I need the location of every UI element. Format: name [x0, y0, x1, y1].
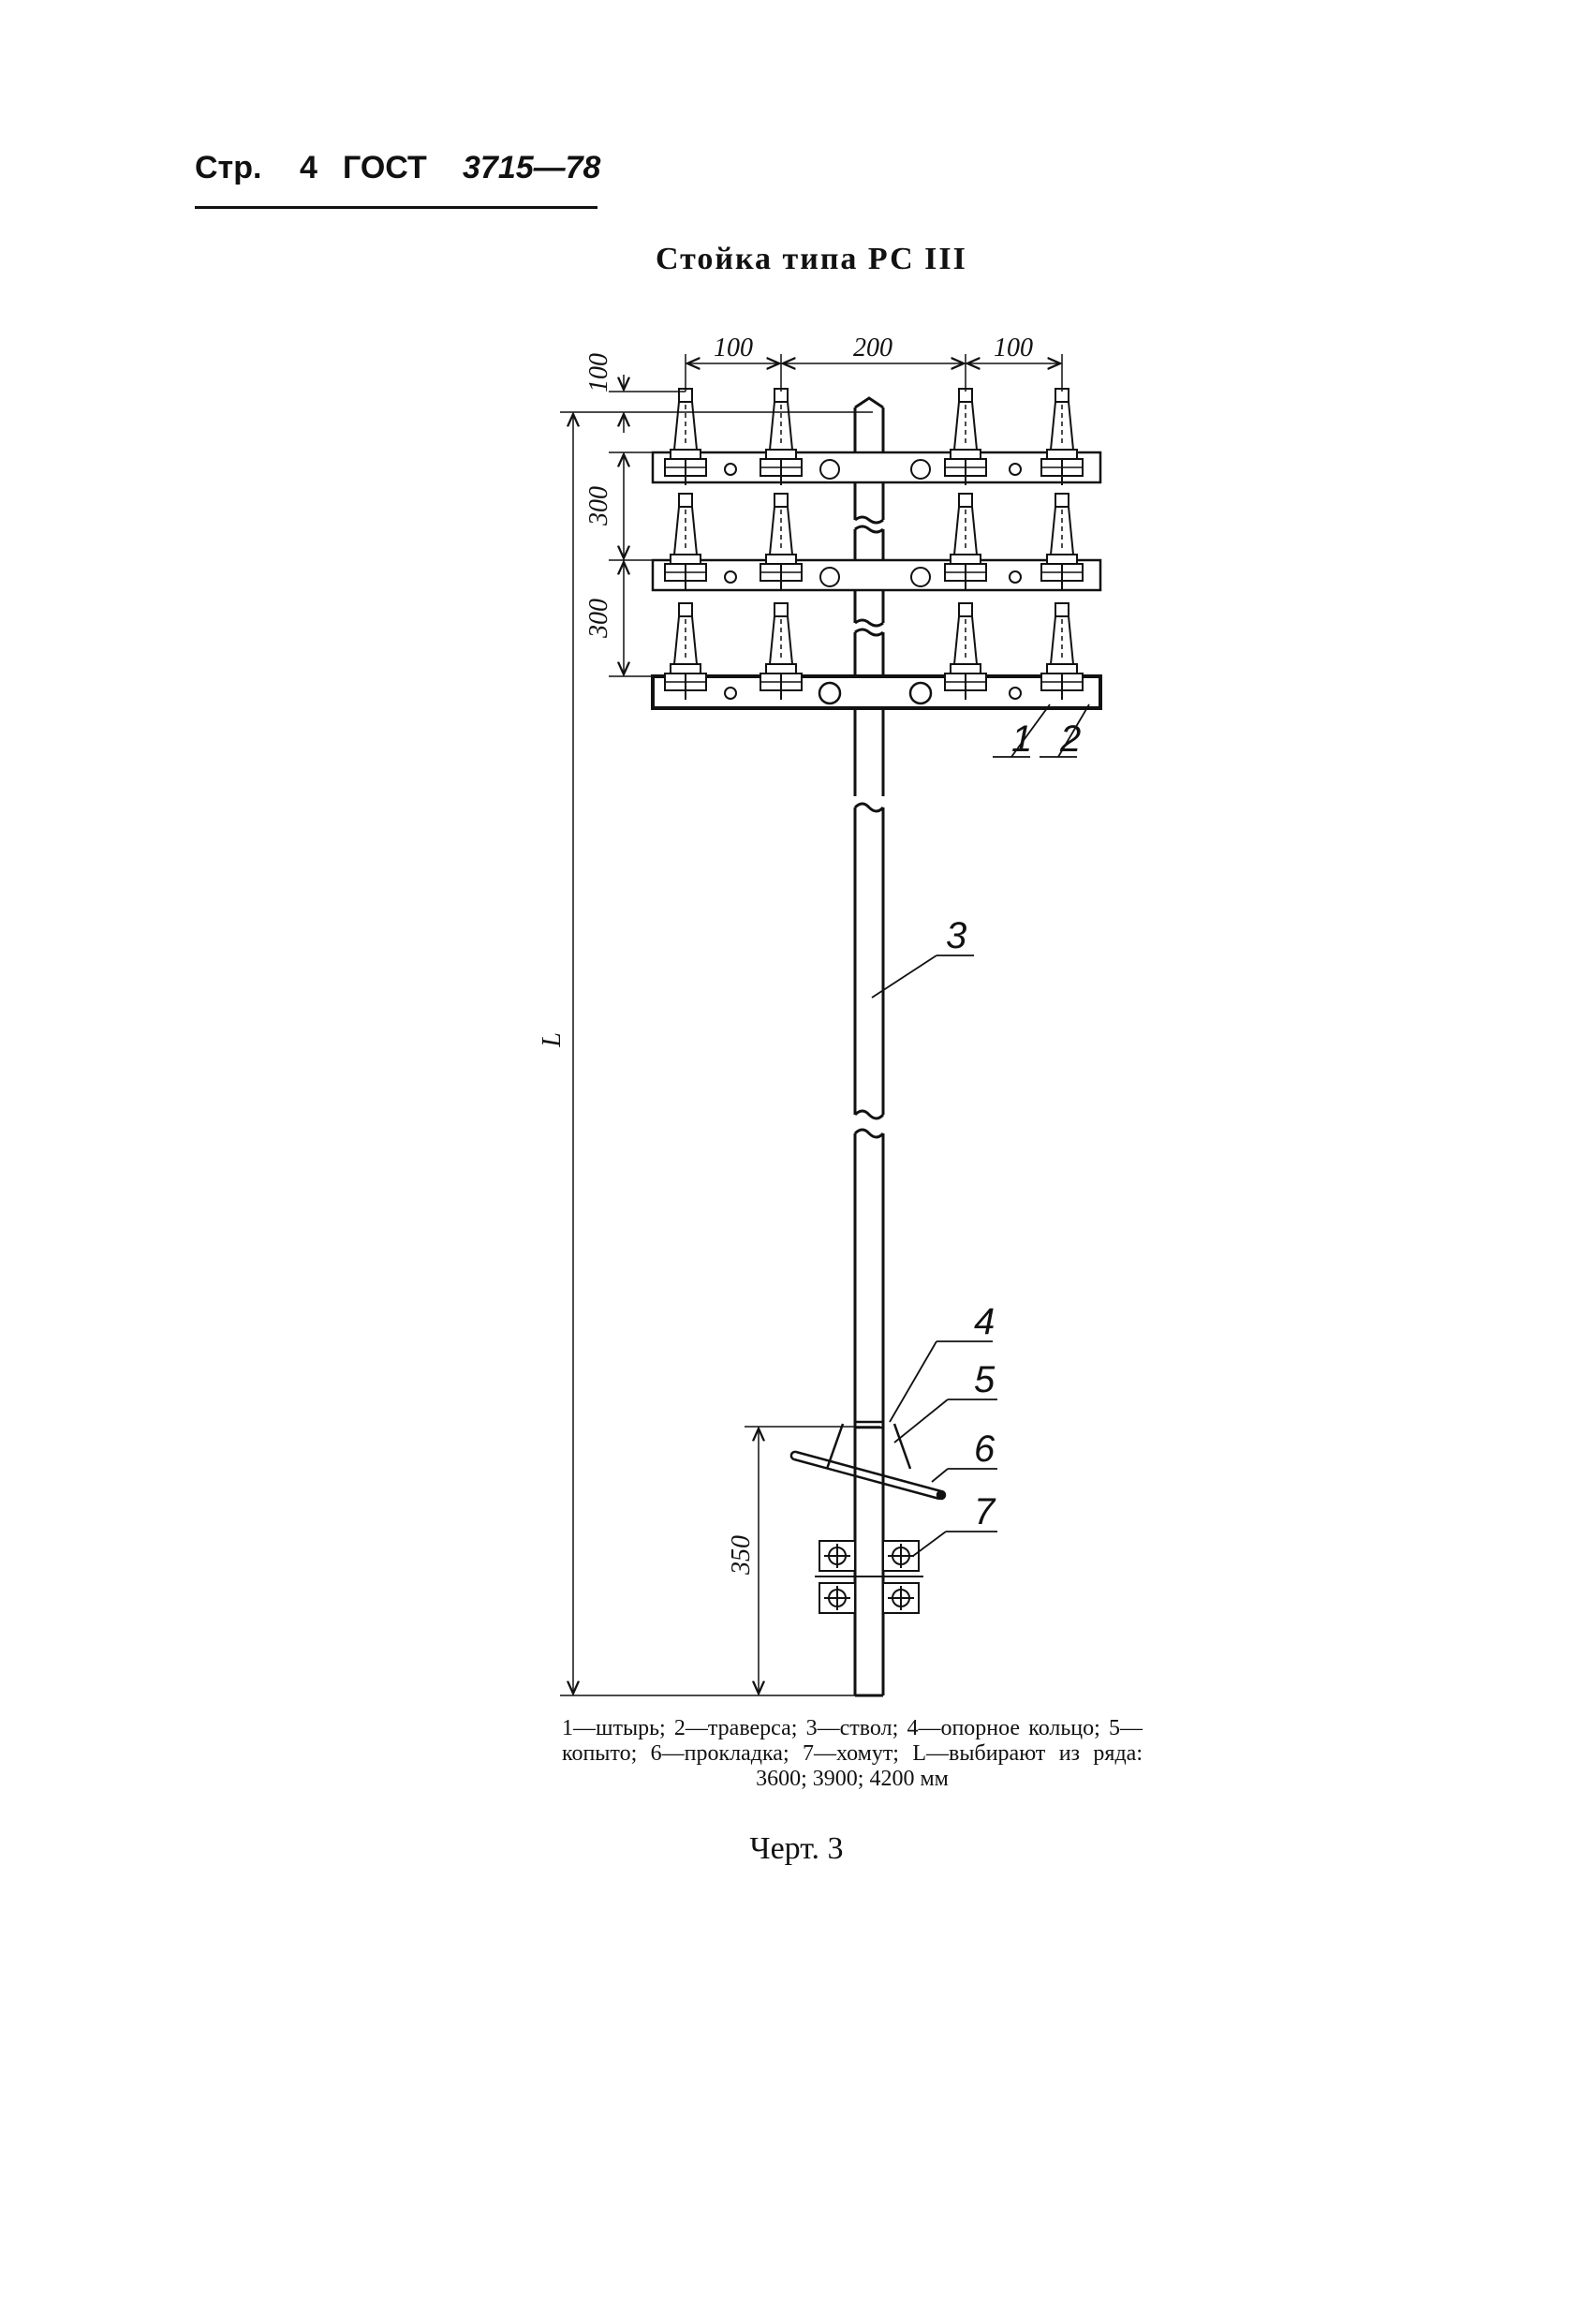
top-dimension-lines [685, 354, 1063, 392]
dim-length: L [538, 1032, 567, 1048]
support-ring-assembly [789, 1420, 947, 1501]
drawing-title: Стойка типа РС III [656, 242, 967, 276]
dim-row-spacing-2: 300 [584, 599, 613, 639]
standard-label: ГОСТ [343, 150, 427, 185]
dim-top-offset: 100 [584, 353, 613, 392]
page-header: Стр. 4 ГОСТ 3715—78 [195, 150, 601, 209]
callout-3: 3 [946, 915, 966, 956]
callout-5: 5 [974, 1359, 996, 1400]
pole-trunk [853, 396, 885, 1697]
dim-lower-offset: 350 [727, 1535, 756, 1576]
standard-number: 3715—78 [463, 150, 601, 185]
traverse-middle [651, 558, 1102, 592]
dim-spacing-left: 100 [714, 333, 753, 363]
dim-spacing-center: 200 [853, 333, 892, 363]
drawing-legend: 1—штырь; 2—траверса; 3—ствол; 4—опорное … [562, 1716, 1143, 1791]
callout-1: 1 [1011, 718, 1032, 760]
callout-4: 4 [974, 1301, 995, 1342]
callout-7: 7 [974, 1491, 996, 1532]
clamps [815, 1540, 923, 1614]
figure-caption: Черт. 3 [749, 1831, 844, 1866]
callout-6: 6 [974, 1428, 996, 1470]
dim-spacing-right: 100 [994, 333, 1033, 363]
callout-leaders [871, 703, 1090, 1557]
page-label: Стр. [195, 150, 262, 185]
left-dimension-lines [560, 375, 880, 1696]
callout-2: 2 [1059, 718, 1081, 760]
traverse-top [651, 451, 1102, 484]
dim-row-spacing-1: 300 [584, 486, 613, 526]
page-number: 4 [300, 150, 317, 185]
traverse-bottom [651, 674, 1102, 710]
